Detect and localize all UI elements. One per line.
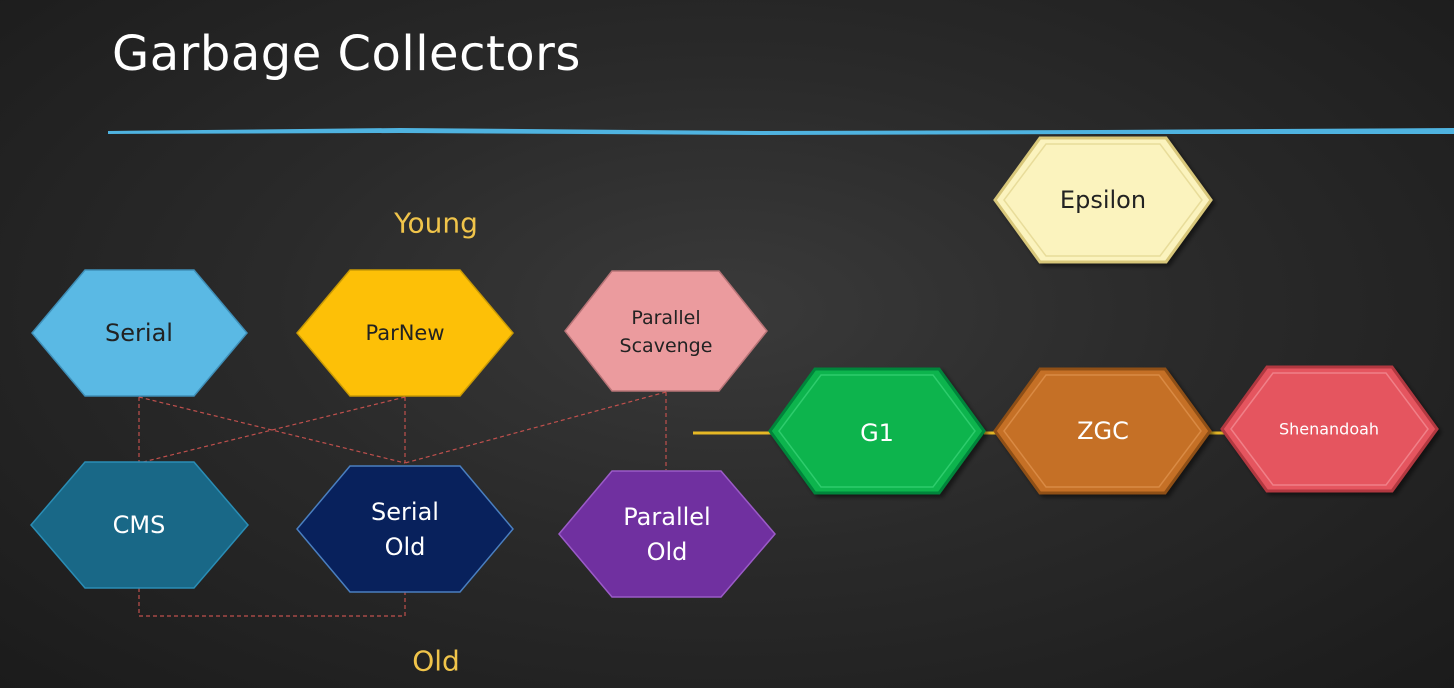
shenandoah-hexagon: Shenandoah [1220,365,1439,493]
serial-old-label-line2: Old [385,533,426,561]
link-cms-serial-old [138,588,406,617]
young-label: Young [393,207,478,240]
compatibility-lines [138,391,667,617]
serial-label: Serial [105,319,173,347]
parallel-scavenge-label-line2: Scavenge [620,335,713,357]
parallel-old-hexagon: Parallel Old [558,470,776,598]
serial-hexagon: Serial [31,269,248,397]
shenandoah-label: Shenandoah [1279,420,1379,439]
parnew-label: ParNew [365,321,444,345]
parallel-scavenge-label-line1: Parallel [631,307,700,329]
link-parnew-cms [138,396,406,464]
old-label: Old [412,645,460,678]
parallel-scavenge-hexagon: Parallel Scavenge [564,270,768,392]
g1-label: G1 [860,419,894,447]
link-serial-serial-old [138,396,406,464]
slide-title: Garbage Collectors [112,26,581,82]
serial-old-hexagon: Serial Old [296,465,514,593]
epsilon-label: Epsilon [1060,186,1146,214]
g1-hexagon: G1 [768,367,986,495]
link-parallel-scavenge-serial-old [404,391,667,464]
title-divider [108,128,1454,135]
parallel-old-label-line2: Old [647,538,688,566]
epsilon-hexagon: Epsilon [993,136,1213,264]
zgc-hexagon: ZGC [993,367,1212,495]
parnew-hexagon: ParNew [296,269,514,397]
serial-old-label-line1: Serial [371,498,439,526]
zgc-label: ZGC [1077,417,1129,445]
cms-label: CMS [113,511,166,539]
cms-hexagon: CMS [30,461,249,589]
parallel-old-label-line1: Parallel [623,503,710,531]
